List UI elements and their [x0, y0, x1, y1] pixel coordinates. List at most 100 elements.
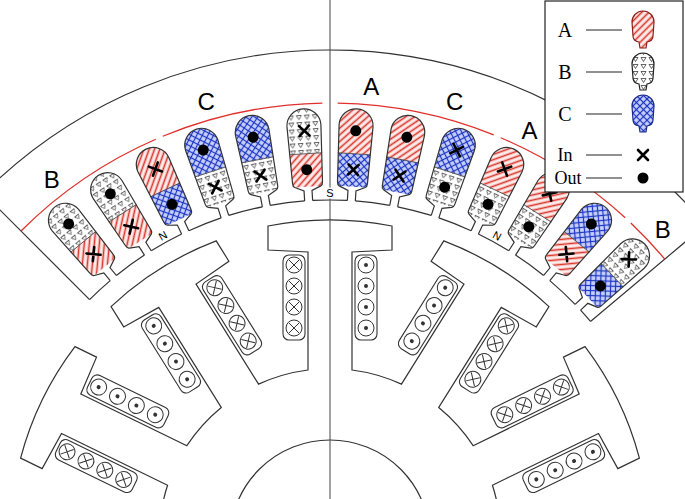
conductor: [165, 350, 187, 372]
conductor-out-mark: [420, 321, 426, 327]
conductor: [94, 460, 115, 481]
layer-divider: [150, 183, 180, 197]
layer-divider: [434, 167, 465, 177]
conductor: [56, 441, 77, 462]
conductor: [532, 386, 553, 407]
conductor-out-mark: [184, 377, 190, 383]
conductor: [473, 350, 495, 372]
stator-tooth-tip: [270, 201, 304, 205]
conductor: [545, 460, 566, 481]
conductor: [75, 450, 96, 471]
phase-group-label: B: [44, 168, 60, 192]
conductor-in-mark: [488, 337, 502, 351]
bottom-layer: [68, 229, 120, 280]
conductor: [286, 320, 302, 336]
legend-swatch: [632, 11, 654, 48]
out-mark: [196, 143, 210, 157]
conductor-out-mark: [553, 468, 558, 473]
conductor-out-mark: [534, 477, 539, 482]
legend-leader: [586, 71, 622, 72]
conductor: [434, 277, 456, 299]
conductor-in-mark: [555, 380, 568, 393]
in-mark: [638, 150, 648, 160]
slot: [564, 224, 664, 322]
slot: [228, 104, 286, 210]
conductor-in-mark: [79, 454, 92, 467]
pole-label: S: [325, 188, 334, 199]
slot: [374, 104, 432, 210]
conductor: [237, 330, 259, 352]
conductor: [286, 299, 302, 315]
out-mark: [593, 278, 609, 294]
field-coil: [283, 255, 305, 340]
conductor-out-mark: [571, 458, 576, 463]
layer-divider: [195, 167, 226, 177]
conductor: [462, 368, 484, 390]
conductor-in-mark: [477, 355, 491, 369]
top-layer: [431, 115, 485, 178]
out-mark: [400, 131, 413, 144]
slot-outline: [286, 108, 326, 202]
stator-tooth-tip: [229, 207, 263, 216]
conductor: [551, 376, 572, 397]
conductor: [563, 450, 584, 471]
conductor: [484, 333, 506, 355]
in-mark: [394, 170, 406, 182]
conductor-in-mark: [60, 445, 73, 458]
field-coil: [85, 373, 171, 430]
stator-tooth-tip: [550, 281, 575, 305]
conductor-in-mark: [117, 473, 130, 486]
stator-tooth-tip: [516, 255, 544, 275]
conductor-in-mark: [499, 319, 513, 333]
legend-leader: [586, 113, 622, 114]
conductor-out-mark: [151, 323, 157, 329]
legend-swatch: [632, 95, 654, 132]
conductor: [582, 441, 603, 462]
legend-sample: [586, 11, 654, 48]
conductor: [412, 312, 434, 334]
conductor-out-mark: [364, 305, 368, 309]
legend-text: B: [558, 62, 571, 82]
conductor: [358, 257, 374, 273]
slot-outline: [566, 232, 656, 320]
in-mark: [450, 144, 463, 157]
slot-fill: [228, 104, 283, 196]
slot-outline: [180, 124, 241, 222]
field-coil: [139, 312, 203, 396]
layer-divider: [289, 153, 322, 155]
conductor: [176, 368, 198, 390]
in-mark: [86, 247, 100, 261]
out-mark: [584, 216, 599, 231]
conductor-out-mark: [431, 303, 437, 309]
conductor: [286, 257, 302, 273]
bottom-layer: [540, 229, 592, 280]
conductor-in-mark: [289, 302, 299, 312]
slot-outline: [377, 112, 428, 209]
out-mark: [61, 216, 76, 231]
conductor: [204, 277, 226, 299]
conductor-in-mark: [289, 281, 299, 291]
legend-swatch: [632, 53, 654, 90]
phase-group-label: C: [446, 90, 463, 114]
conductor: [494, 404, 515, 425]
out-mark: [481, 197, 496, 212]
conductor-in-mark: [466, 372, 480, 386]
conductor-out-mark: [162, 341, 168, 347]
legend-samples: [586, 11, 654, 184]
bottom-layer: [574, 261, 625, 313]
field-coil: [53, 438, 139, 495]
conductor: [145, 404, 166, 425]
conductor-out-mark: [409, 338, 415, 344]
conductor: [143, 315, 165, 337]
field-coil: [355, 255, 377, 340]
slot-fill: [377, 104, 432, 196]
stator-tooth-tip: [189, 218, 221, 231]
in-mark: [559, 247, 573, 261]
slot: [282, 100, 328, 202]
slot: [175, 115, 244, 222]
legend-leader: [586, 154, 622, 155]
phase-group-label: A: [363, 75, 379, 99]
conductor-out-mark: [364, 326, 368, 330]
conductor-out-mark: [442, 285, 448, 291]
